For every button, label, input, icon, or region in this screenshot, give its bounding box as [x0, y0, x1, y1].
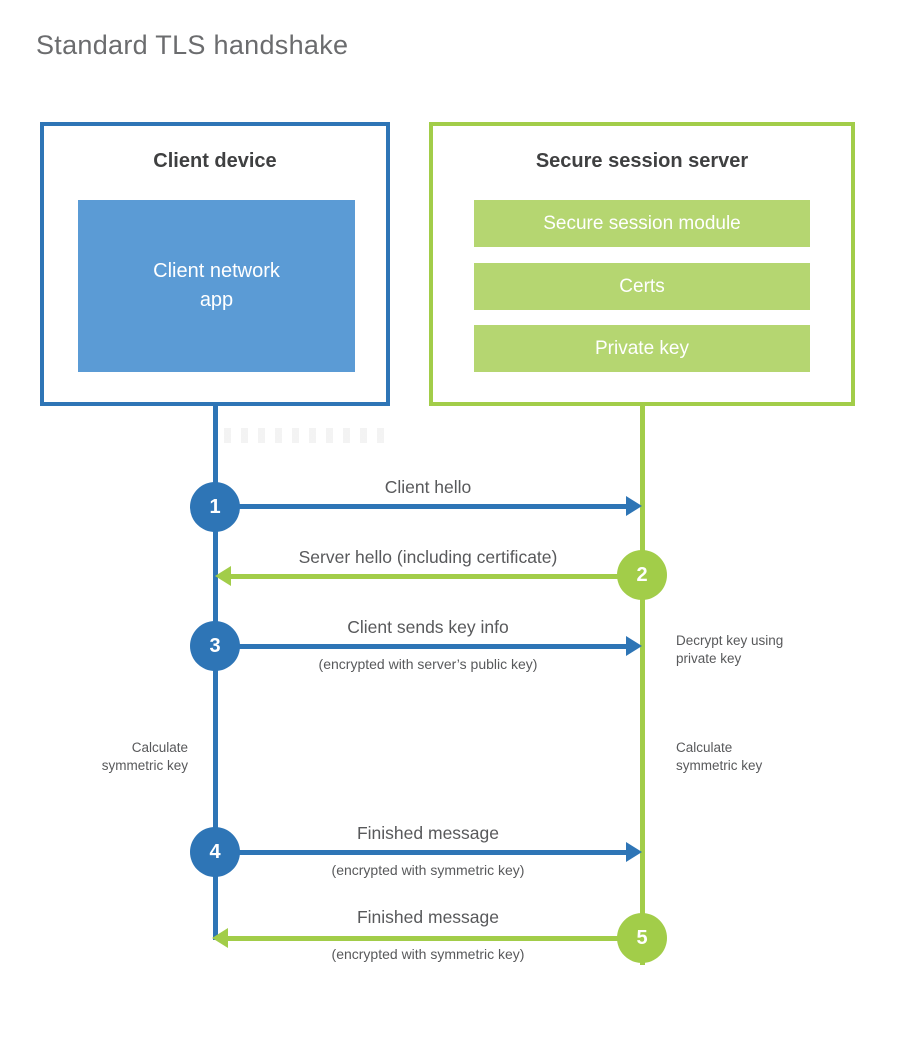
- server-lifeline: [640, 406, 645, 965]
- step1-label: Client hello: [384, 477, 472, 497]
- step5-sublabel: (encrypted with symmetric key): [331, 946, 525, 962]
- step5-arrowhead-left-icon: [212, 928, 228, 948]
- step2-arrowhead-left-icon: [215, 566, 231, 586]
- client-device-title: Client device: [153, 150, 277, 172]
- step3-arrow-line: [216, 644, 626, 649]
- decrypt-key-note: Decrypt key using private key: [676, 633, 784, 666]
- step3-sublabel: (encrypted with server’s public key): [318, 656, 538, 672]
- step5-arrow-line: [228, 936, 642, 941]
- client-lifeline: [213, 406, 218, 940]
- calculate-symmetric-key-note-client: Calculate symmetric key: [101, 740, 188, 773]
- step3-arrowhead-right-icon: [626, 636, 642, 656]
- client-network-app-block: Client network app: [78, 200, 355, 372]
- server-module-private-key: Private key: [474, 325, 810, 372]
- page-title: Standard TLS handshake: [36, 30, 349, 60]
- step4-arrowhead-right-icon: [626, 842, 642, 862]
- faint-dashed-artifact: [224, 428, 392, 443]
- step2-circle: 2: [617, 550, 667, 600]
- server-module-secure-session-module: Secure session module: [474, 200, 810, 247]
- step2-label: Server hello (including certificate): [298, 547, 558, 567]
- server-module-certs: Certs: [474, 263, 810, 310]
- step3-circle: 3: [190, 621, 240, 671]
- step4-label: Finished message: [356, 823, 500, 843]
- step4-arrow-line: [216, 850, 626, 855]
- step4-circle: 4: [190, 827, 240, 877]
- calculate-symmetric-key-note-server: Calculate symmetric key: [676, 740, 763, 773]
- step3-label: Client sends key info: [347, 617, 509, 637]
- step1-circle: 1: [190, 482, 240, 532]
- step1-arrowhead-right-icon: [626, 496, 642, 516]
- step4-sublabel: (encrypted with symmetric key): [331, 862, 525, 878]
- step5-circle: 5: [617, 913, 667, 963]
- secure-session-server-title: Secure session server: [535, 150, 749, 172]
- step2-arrow-line: [231, 574, 642, 579]
- step5-label: Finished message: [356, 907, 500, 927]
- step1-arrow-line: [216, 504, 626, 509]
